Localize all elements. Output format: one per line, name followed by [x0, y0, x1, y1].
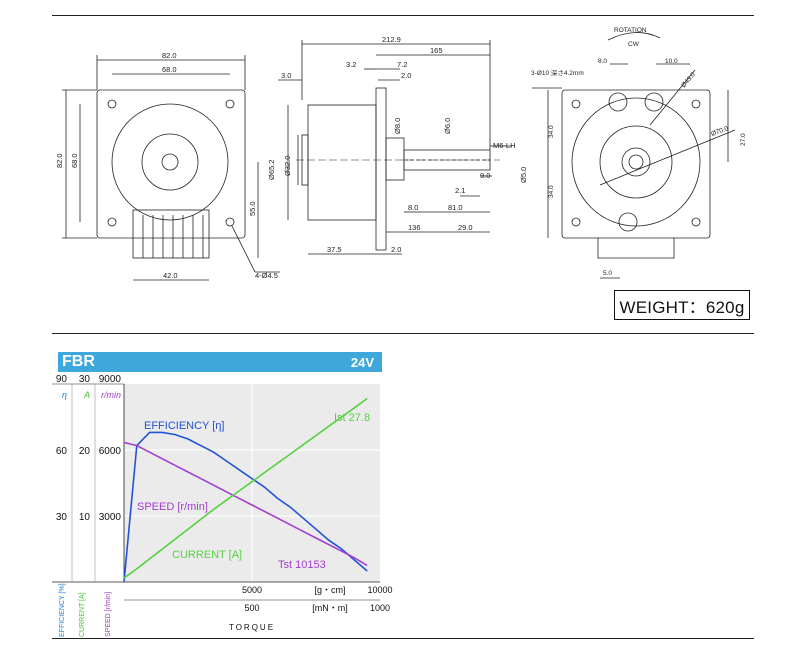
dim-rear-right: 27.0 — [740, 133, 747, 146]
dim-side-shaft-len: 165 — [430, 46, 443, 55]
axis-label-speed: SPEED [r/min] — [105, 592, 112, 637]
performance-chart: 90 60 30 η 30 20 10 A 9000 6000 3000 r/minEFFICIENC… — [52, 374, 393, 637]
weight-label: WEIGHT：620g — [619, 297, 745, 317]
series-line-1 — [123, 441, 368, 567]
tick-efficiency-2: 30 — [56, 512, 68, 523]
series-line-0 — [123, 431, 368, 583]
dim-rear-tab: 5.0 — [603, 270, 612, 277]
tick-current-2: 10 — [79, 512, 91, 523]
side-view — [278, 40, 512, 255]
annotation-ist: Ist 27.8 — [334, 412, 370, 424]
dim-rear-w2: 10.0 — [665, 58, 678, 65]
dim-front-width-outer: 82.0 — [162, 51, 177, 60]
unit-efficiency: η — [62, 390, 67, 400]
series-label-speed: SPEED [r/min] — [137, 501, 208, 513]
dim-side-h: 29.0 — [458, 223, 473, 232]
dim-side-d: 2.1 — [455, 186, 465, 195]
front-view — [62, 55, 280, 281]
x-tick-1: 10000 — [367, 585, 392, 595]
top-divider — [52, 15, 754, 16]
unit-speed: r/min — [101, 390, 121, 400]
dim-rear-dia1: Ø43.0 — [680, 71, 697, 89]
dim-front-width-inner: 68.0 — [162, 65, 177, 74]
model-name: FBR — [62, 353, 95, 370]
dim-side-body-dia: Ø65.2 — [267, 160, 276, 180]
technical-drawing: 82.0 68.0 82.0 68.0 55.0 4-Ø4.5 42.0 212… — [55, 27, 747, 281]
dim-front-height-inner: 68.0 — [70, 153, 79, 168]
x-unit-mn: [mN・m] — [312, 603, 348, 613]
middle-divider — [52, 333, 754, 334]
tick-speed-1: 6000 — [99, 446, 122, 457]
model-banner: FBR 24V — [58, 352, 382, 372]
dim-rear-h2: 34.0 — [548, 185, 555, 198]
dim-side-shaft-dia1: Ø8.0 — [393, 118, 402, 134]
dim-side-a: 3.2 — [346, 60, 356, 69]
series-label-efficiency: EFFICIENCY [η] — [144, 420, 224, 432]
dim-side-tip-dia: Ø5.0 — [519, 167, 528, 183]
unit-current: A — [83, 390, 90, 400]
model-voltage: 24V — [350, 355, 374, 370]
weight-box: WEIGHT：620g — [614, 290, 750, 320]
dim-side-c: 2.0 — [401, 71, 411, 80]
dim-side-thread: M6-LH — [493, 141, 516, 150]
bottom-divider — [52, 638, 754, 639]
x-tick-mn-0: 500 — [244, 603, 259, 613]
tick-current-1: 20 — [79, 446, 91, 457]
dim-side-f: 81.0 — [448, 203, 463, 212]
dim-hole-callout: 4-Ø4.5 — [255, 271, 278, 280]
dim-side-tip-len: 9.0 — [480, 171, 490, 180]
rear-view — [532, 32, 736, 279]
dim-side-i: 2.0 — [391, 245, 401, 254]
dim-rear-rotation: ROTATION — [614, 27, 647, 34]
axis-label-current: CURRENT [A] — [79, 592, 86, 637]
tick-speed-0: 9000 — [99, 374, 122, 385]
dim-side-total: 212.9 — [382, 35, 401, 44]
series-label-current: CURRENT [A] — [172, 549, 242, 561]
dim-side-e: 8.0 — [408, 203, 418, 212]
annotation-tst: Tst 10153 — [278, 559, 326, 571]
dim-side-g: 136 — [408, 223, 421, 232]
dim-rear-h1: 34.0 — [548, 125, 555, 138]
tick-current-0: 30 — [79, 374, 91, 385]
dim-front-connector-width: 42.0 — [163, 271, 178, 280]
x-tick-0: 5000 — [242, 585, 262, 595]
dim-side-shaft-dia2: Ø6.0 — [443, 118, 452, 134]
dim-side-bore: Ø32.0 — [283, 156, 292, 176]
axis-label-efficiency: EFFICIENCY [%] — [59, 583, 66, 637]
dim-side-body-len: 37.5 — [327, 245, 342, 254]
dim-side-b: 7.2 — [397, 60, 407, 69]
dim-rear-bolt: 3-Ø10 深さ4.2mm — [531, 68, 584, 77]
dim-front-height-outer: 82.0 — [55, 153, 64, 168]
dim-rear-w1: 8.0 — [598, 58, 607, 65]
dim-side-flange: 3.0 — [281, 71, 291, 80]
x-label: TORQUE — [229, 623, 275, 632]
tick-efficiency-1: 60 — [56, 446, 68, 457]
dim-front-bottom-offset: 55.0 — [248, 201, 257, 216]
x-unit: [g・cm] — [314, 585, 345, 595]
tick-efficiency-0: 90 — [56, 374, 68, 385]
x-tick-mn-1: 1000 — [370, 603, 390, 613]
dim-rear-cw: CW — [628, 41, 640, 48]
tick-speed-2: 3000 — [99, 512, 122, 523]
series-line-2 — [123, 397, 368, 579]
